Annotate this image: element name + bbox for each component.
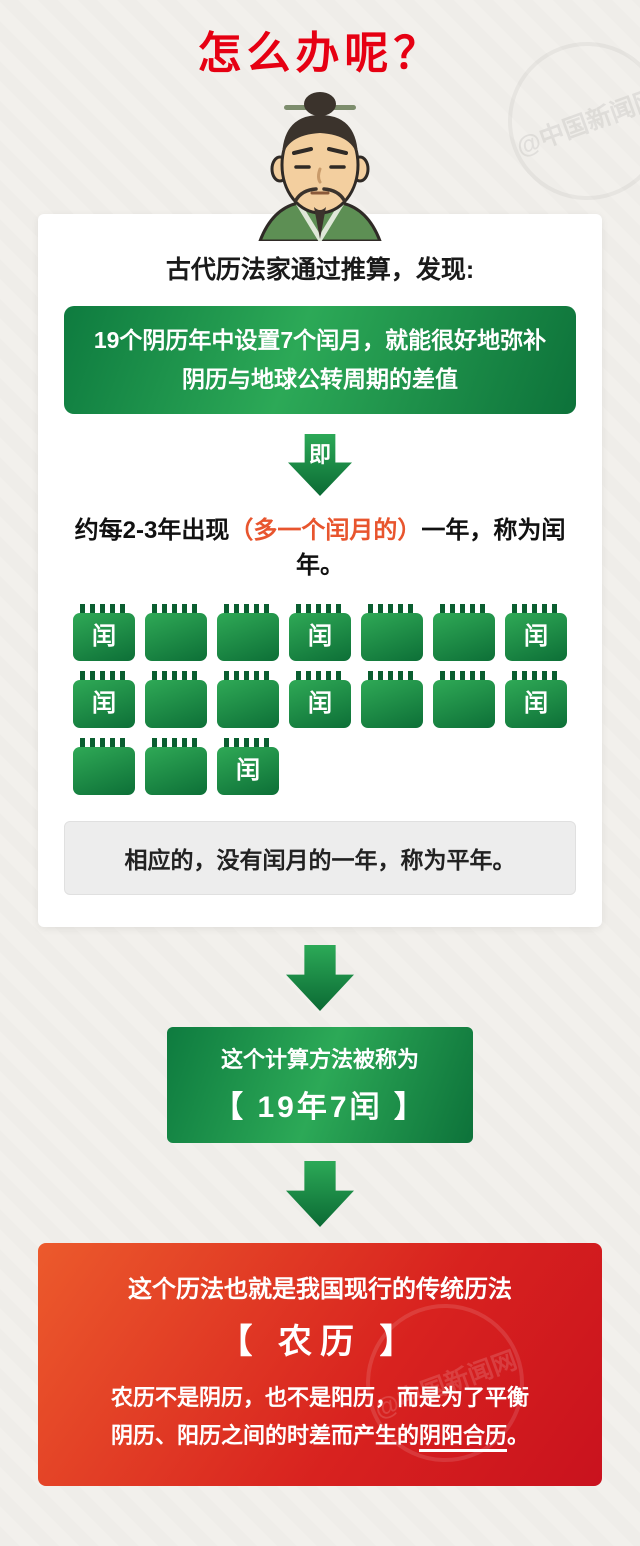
calendar-binding-icon bbox=[296, 603, 344, 613]
calendar-row: 闰闰闰 bbox=[73, 603, 567, 661]
calendar-leap-month-icon: 闰 bbox=[73, 670, 135, 728]
calendar-binding-icon bbox=[80, 737, 128, 747]
calendar-body: 闰 bbox=[217, 746, 279, 795]
conclusion-line4-emphasis: 阴阳合历 bbox=[418, 1423, 507, 1453]
calendar-body bbox=[217, 612, 279, 661]
calendar-binding-icon bbox=[512, 670, 560, 680]
calendar-month-icon bbox=[145, 670, 207, 728]
calendar-row: 闰闰闰 bbox=[73, 670, 567, 728]
calendar-leap-month-icon: 闰 bbox=[505, 603, 567, 661]
calendar-body bbox=[361, 679, 423, 728]
calendar-leap-label: 闰 bbox=[92, 689, 116, 717]
calendar-body bbox=[433, 612, 495, 661]
calendar-body: 闰 bbox=[505, 679, 567, 728]
calendar-leap-label: 闰 bbox=[236, 756, 260, 784]
calendar-row: 闰 bbox=[73, 737, 567, 795]
calendar-month-icon bbox=[145, 737, 207, 795]
down-arrow-icon-2 bbox=[286, 1160, 354, 1227]
calendar-month-icon bbox=[73, 737, 135, 795]
calendar-leap-label: 闰 bbox=[524, 622, 548, 650]
arrow-label: 即 bbox=[308, 441, 331, 467]
page-title: 怎么办呢？ bbox=[197, 29, 443, 78]
sentence-highlight: （多一个闰月的） bbox=[229, 516, 422, 544]
calendar-body: 闰 bbox=[73, 679, 135, 728]
calendar-leap-label: 闰 bbox=[308, 622, 332, 650]
conclusion-line3-text: 农历不是阴历，也不是阳历，而是为了平衡 bbox=[110, 1384, 529, 1410]
calendar-binding-icon bbox=[224, 670, 272, 680]
calendar-month-icon bbox=[217, 603, 279, 661]
calendar-leap-month-icon: 闰 bbox=[73, 603, 135, 661]
calendar-binding-icon bbox=[80, 670, 128, 680]
conclusion-line1: 这个历法也就是我国现行的传统历法 bbox=[128, 1275, 512, 1303]
conclusion-line4-post: 。 bbox=[507, 1423, 530, 1449]
calendar-leap-month-icon: 闰 bbox=[289, 603, 351, 661]
calendar-binding-icon bbox=[224, 737, 272, 747]
method-banner: 这个计算方法被称为 【 19年7闰 】 bbox=[167, 1026, 473, 1143]
key-finding-banner: 19个阴历年中设置7个闰月，就能很好地弥补 阴历与地球公转周期的差值 bbox=[64, 305, 576, 414]
calendar-binding-icon bbox=[440, 670, 488, 680]
calendar-grid: 闰闰闰闰闰闰闰 bbox=[73, 603, 567, 795]
calendar-month-icon bbox=[217, 670, 279, 728]
calendar-leap-month-icon: 闰 bbox=[505, 670, 567, 728]
calendar-leap-month-icon: 闰 bbox=[289, 670, 351, 728]
key-finding-line2: 阴历与地球公转周期的差值 bbox=[182, 365, 458, 392]
calendar-body bbox=[145, 746, 207, 795]
conclusion-line2: 【 农历 】 bbox=[218, 1322, 422, 1361]
calendar-binding-icon bbox=[224, 603, 272, 613]
calendar-binding-icon bbox=[368, 670, 416, 680]
conclusion-line3: 农历不是阴历，也不是阳历，而是为了平衡 阴历、阳历之间的时差而产生的阴阳合历。 bbox=[62, 1379, 578, 1456]
calendar-body: 闰 bbox=[505, 612, 567, 661]
calendar-body bbox=[73, 746, 135, 795]
conclusion-banner: 这个历法也就是我国现行的传统历法 【 农历 】 农历不是阴历，也不是阳历，而是为… bbox=[38, 1242, 602, 1486]
calendar-body bbox=[433, 679, 495, 728]
down-arrow-with-label: 即 bbox=[288, 433, 352, 496]
calendar-leap-label: 闰 bbox=[308, 689, 332, 717]
calendar-binding-icon bbox=[152, 670, 200, 680]
calendar-body: 闰 bbox=[289, 679, 351, 728]
common-year-note: 相应的，没有闰月的一年，称为平年。 bbox=[64, 820, 576, 895]
intro-text: 古代历法家通过推算，发现: bbox=[165, 255, 475, 284]
calendar-body: 闰 bbox=[289, 612, 351, 661]
calendar-month-icon bbox=[361, 670, 423, 728]
calendar-binding-icon bbox=[152, 603, 200, 613]
calendar-month-icon bbox=[433, 670, 495, 728]
calendar-month-icon bbox=[145, 603, 207, 661]
calendar-binding-icon bbox=[440, 603, 488, 613]
conclusion-line4-pre: 阴历、阳历之间的时差而产生的 bbox=[110, 1423, 419, 1449]
calendar-body bbox=[145, 679, 207, 728]
calendar-body bbox=[145, 612, 207, 661]
calendar-month-icon bbox=[433, 603, 495, 661]
calendar-binding-icon bbox=[152, 737, 200, 747]
calendar-body bbox=[217, 679, 279, 728]
calendar-binding-icon bbox=[368, 603, 416, 613]
method-line2: 【 19年7闰 】 bbox=[213, 1090, 427, 1124]
calendar-binding-icon bbox=[512, 603, 560, 613]
scholar-illustration bbox=[0, 89, 640, 241]
calendar-body: 闰 bbox=[73, 612, 135, 661]
calendar-month-icon bbox=[361, 603, 423, 661]
calendar-binding-icon bbox=[296, 670, 344, 680]
scholar-icon bbox=[258, 91, 382, 241]
key-finding-line1: 19个阴历年中设置7个闰月，就能很好地弥补 bbox=[93, 326, 547, 353]
method-line1: 这个计算方法被称为 bbox=[220, 1046, 419, 1072]
calendar-body bbox=[361, 612, 423, 661]
leap-year-sentence: 约每2-3年出现（多一个闰月的）一年，称为闰年。 bbox=[64, 510, 576, 580]
explanation-card: 古代历法家通过推算，发现: 19个阴历年中设置7个闰月，就能很好地弥补 阴历与地… bbox=[38, 213, 602, 927]
down-arrow-icon-1 bbox=[286, 944, 354, 1011]
calendar-leap-month-icon: 闰 bbox=[217, 737, 279, 795]
calendar-binding-icon bbox=[80, 603, 128, 613]
calendar-leap-label: 闰 bbox=[92, 622, 116, 650]
calendar-leap-label: 闰 bbox=[524, 689, 548, 717]
sentence-pre: 约每2-3年出现 bbox=[74, 516, 230, 544]
sentence-post: 一年，称为闰年。 bbox=[296, 516, 566, 579]
